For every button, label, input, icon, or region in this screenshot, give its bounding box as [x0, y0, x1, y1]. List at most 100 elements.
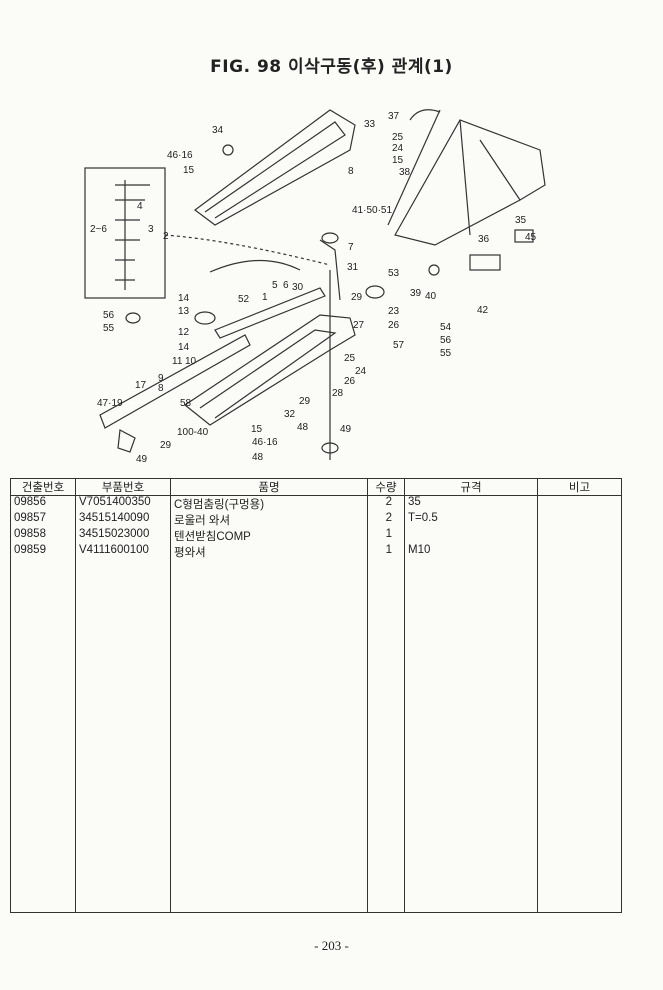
callout-label: 25: [392, 132, 404, 143]
callout-label: 23: [388, 306, 400, 317]
table-header-row: 건출번호 부품번호 품명 수량 규격 비고: [10, 478, 622, 496]
cell-ref-no: 09857: [10, 512, 76, 528]
figure-title: FIG. 98 이삭구동(후) 관계(1): [210, 57, 453, 77]
cell-remarks: [537, 544, 622, 560]
cell-remarks: [537, 495, 622, 512]
cell-quantity: 2: [367, 495, 405, 512]
callout-label: 2: [163, 231, 169, 242]
callout-label: 36: [478, 234, 490, 245]
callout-label: 8: [158, 383, 164, 394]
callout-label: 10: [185, 356, 197, 367]
callout-label: 9: [158, 373, 164, 384]
cell-part-name: 평와셔: [170, 544, 368, 560]
callout-label: 24: [355, 366, 367, 377]
callout-label: 46·16: [167, 150, 193, 161]
callout-label: 32: [284, 409, 296, 420]
callout-label: 35: [515, 215, 527, 226]
callout-label: 29: [351, 292, 363, 303]
callout-label: 13: [178, 306, 190, 317]
callout-label: 15: [251, 424, 263, 435]
header-ref-no: 건출번호: [10, 478, 76, 496]
callout-label: 54: [440, 322, 452, 333]
callout-label: 45: [525, 232, 537, 243]
callout-label: 33: [364, 119, 376, 130]
callout-label: 1: [262, 292, 268, 303]
page-number: - 203 -: [314, 938, 349, 953]
callout-label: 7: [348, 242, 354, 253]
callout-label: 5: [272, 280, 278, 291]
callout-label: 25: [344, 353, 356, 364]
cell-spec: [404, 528, 538, 544]
callout-label: 4: [137, 201, 143, 212]
cell-part-no: V7051400350: [75, 495, 171, 512]
callout-label: 100-40: [177, 427, 209, 438]
callout-label: 15: [183, 165, 195, 176]
callout-label: 38: [399, 167, 411, 178]
cell-remarks: [537, 528, 622, 544]
callout-label: 39: [410, 288, 422, 299]
header-quantity: 수량: [367, 478, 405, 496]
callout-label: 8: [348, 166, 354, 177]
table-blank-space: [10, 560, 622, 913]
cell-spec: T=0.5: [404, 512, 538, 528]
callout-label: 56: [440, 335, 452, 346]
callout-label: 47·19: [97, 398, 123, 409]
callout-label: 30: [292, 282, 304, 293]
callout-label: 55: [103, 323, 115, 334]
callout-label: 41·50·51: [352, 205, 392, 216]
callout-label: 17: [135, 380, 147, 391]
callout-label: 53: [388, 268, 400, 279]
callout-label: 29: [299, 396, 311, 407]
callout-label: 3: [148, 224, 154, 235]
cell-part-no: 34515140090: [75, 512, 171, 528]
callout-label: 49: [340, 424, 352, 435]
cell-quantity: 1: [367, 528, 405, 544]
callout-label: 56: [103, 310, 115, 321]
callout-label: 24: [392, 143, 404, 154]
callout-label: 48: [297, 422, 309, 433]
callout-label: 58: [180, 398, 192, 409]
cell-spec: 35: [404, 495, 538, 512]
cell-quantity: 2: [367, 512, 405, 528]
callout-label: 34: [212, 125, 224, 136]
cell-part-name: 로울러 와셔: [170, 512, 368, 528]
callout-label: 48: [252, 452, 264, 463]
cell-quantity: 1: [367, 544, 405, 560]
callout-label: 26: [388, 320, 400, 331]
cell-remarks: [537, 512, 622, 528]
cell-ref-no: 09859: [10, 544, 76, 560]
callout-label: 52: [238, 294, 250, 305]
callout-label: 46·16: [252, 437, 278, 448]
callout-label: 31: [347, 262, 359, 273]
callout-label: 14: [178, 293, 190, 304]
header-part-name: 품명: [170, 478, 368, 496]
cell-spec: M10: [404, 544, 538, 560]
callout-label: 49: [136, 454, 148, 465]
callout-label: 12: [178, 327, 190, 338]
callout-label: 40: [425, 291, 437, 302]
callout-label: 14: [178, 342, 190, 353]
cell-part-no: V4111600100: [75, 544, 171, 560]
cell-ref-no: 09856: [10, 495, 76, 512]
callout-label: 2~6: [90, 224, 107, 235]
cell-part-name: 텐션받침COMP: [170, 528, 368, 544]
callout-label: 26: [344, 376, 356, 387]
callout-label: 37: [388, 111, 400, 122]
header-part-no: 부품번호: [75, 478, 171, 496]
callout-label: 28: [332, 388, 344, 399]
header-remarks: 비고: [537, 478, 622, 496]
callout-label: 42: [477, 305, 489, 316]
callout-label: 29: [160, 440, 172, 451]
callout-label: 6: [283, 280, 289, 291]
callout-label: 57: [393, 340, 405, 351]
callout-label: 55: [440, 348, 452, 359]
cell-part-no: 34515023000: [75, 528, 171, 544]
callout-label: 27: [353, 320, 365, 331]
